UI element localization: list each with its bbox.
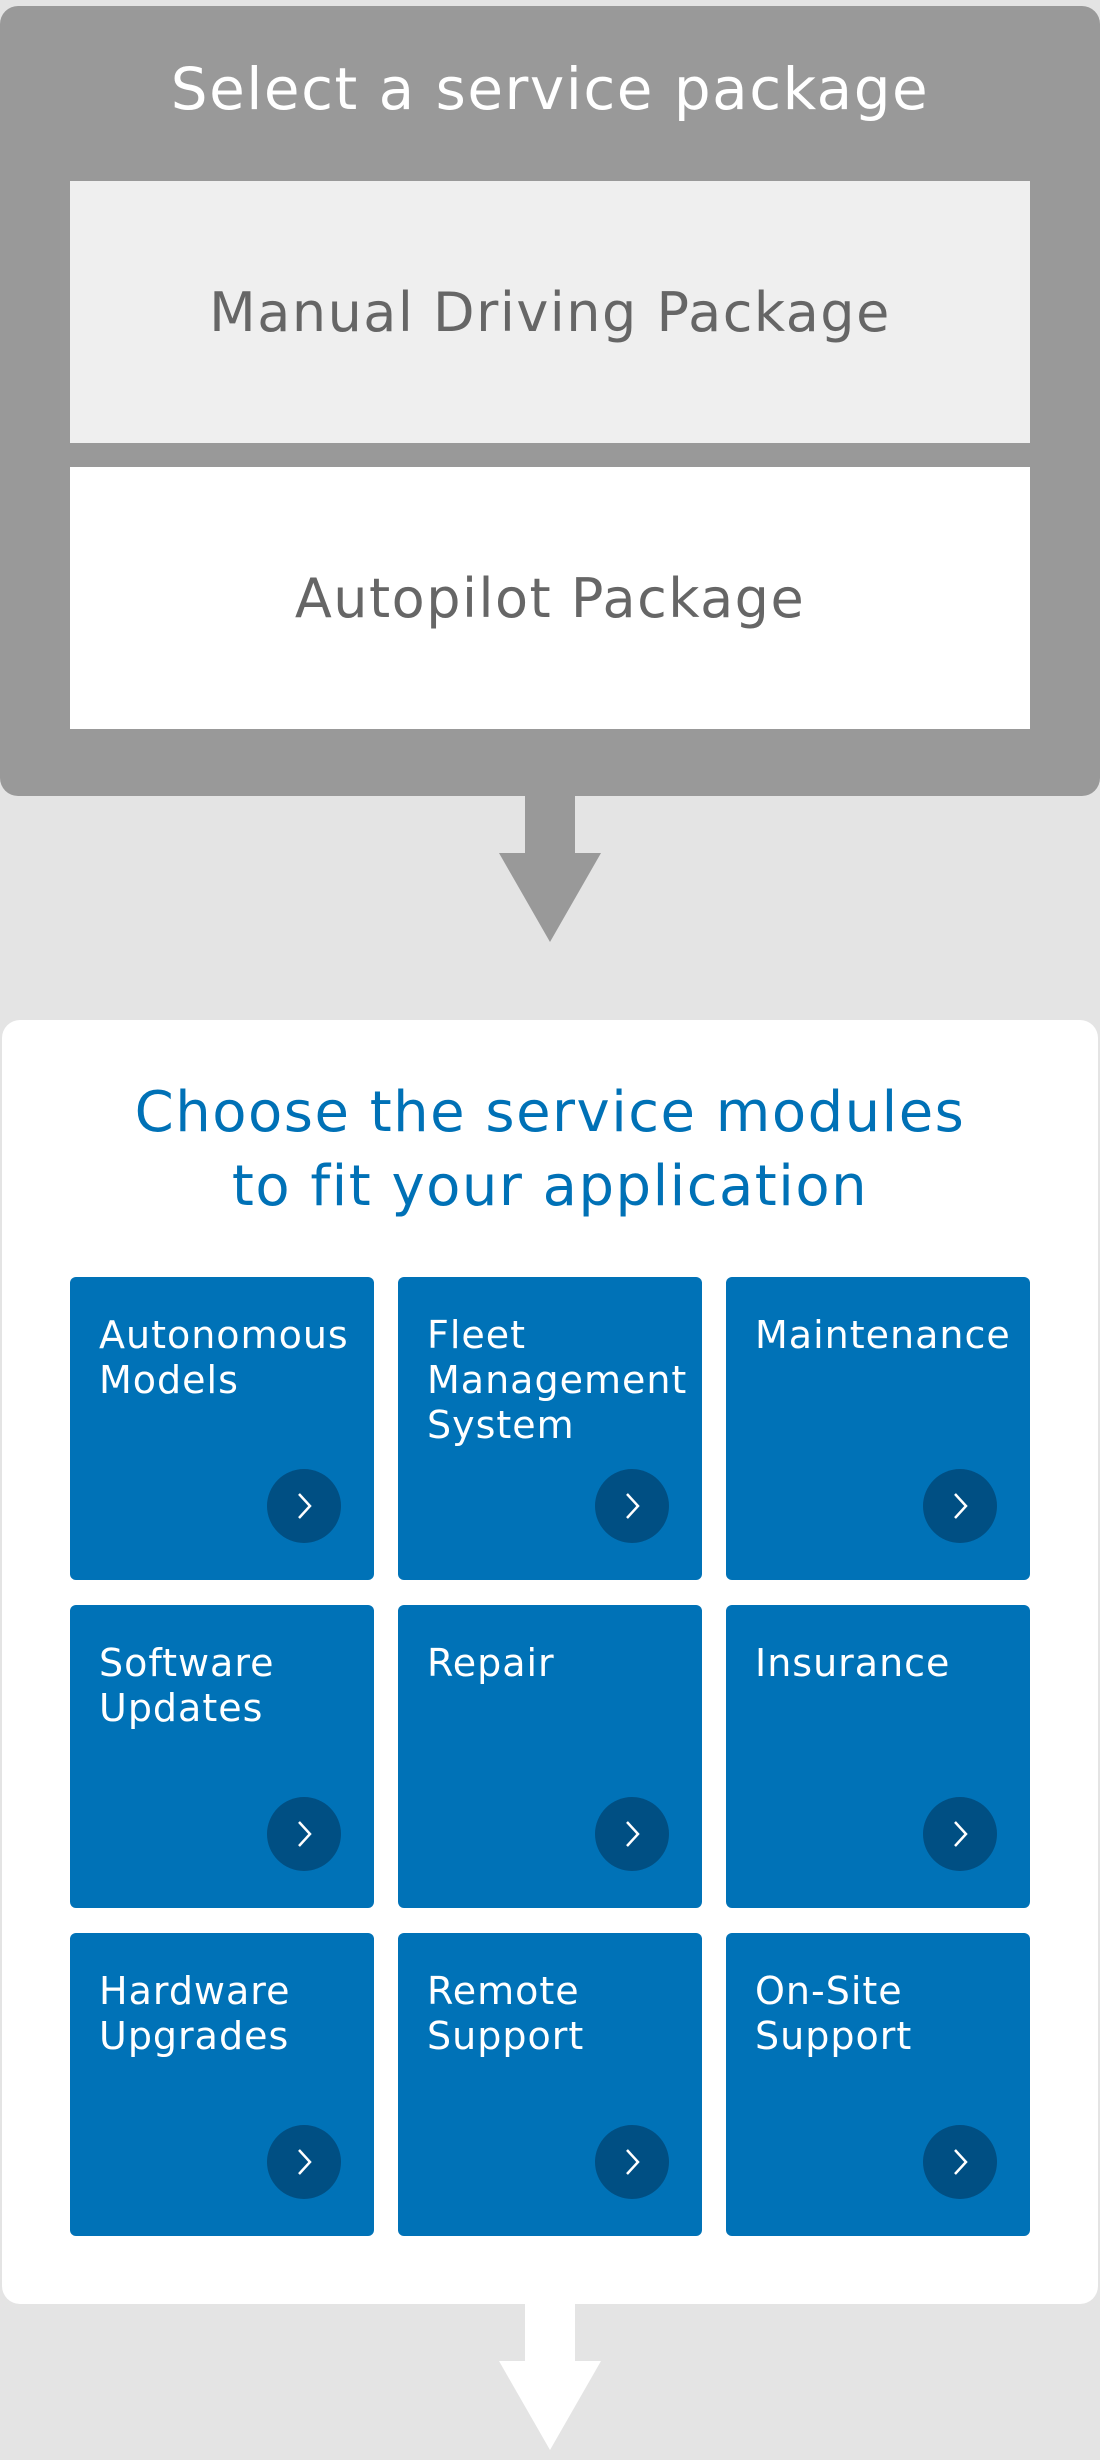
chevron-right-icon [298, 2149, 312, 2175]
module-open-button[interactable] [267, 2125, 341, 2199]
module-open-button[interactable] [923, 1797, 997, 1871]
module-open-button[interactable] [923, 1469, 997, 1543]
chevron-right-icon [626, 1821, 640, 1847]
chevron-right-icon [298, 1493, 312, 1519]
module-label: Repair [427, 1641, 555, 1685]
module-open-button[interactable] [595, 2125, 669, 2199]
chevron-right-icon [954, 1493, 968, 1519]
module-open-button[interactable] [595, 1797, 669, 1871]
service-modules-title-line-2: to fit your application [231, 1154, 869, 1219]
module-label: On-Site Support [755, 1969, 913, 2058]
arrow-down-icon [499, 2304, 601, 2450]
chevron-right-icon [626, 1493, 640, 1519]
package-option-manual-driving[interactable]: Manual Driving Package [70, 181, 1030, 443]
module-tile-software-updates[interactable]: Software Updates [70, 1605, 374, 1908]
module-tile-repair[interactable]: Repair [398, 1605, 702, 1908]
module-tile-on-site-support[interactable]: On-Site Support [726, 1933, 1030, 2236]
module-tile-remote-support[interactable]: Remote Support [398, 1933, 702, 2236]
module-tile-autonomous-models[interactable]: Autonomous Models [70, 1277, 374, 1580]
module-label: Autonomous Models [99, 1313, 349, 1402]
chevron-right-icon [954, 1821, 968, 1847]
module-label: Remote Support [427, 1969, 585, 2058]
chevron-right-icon [298, 1821, 312, 1847]
module-label: Maintenance [755, 1313, 1011, 1357]
module-tile-maintenance[interactable]: Maintenance [726, 1277, 1030, 1580]
arrow-down-icon [499, 796, 601, 942]
module-open-button[interactable] [595, 1469, 669, 1543]
module-tile-fleet-management-system[interactable]: Fleet Management System [398, 1277, 702, 1580]
module-tile-hardware-upgrades[interactable]: Hardware Upgrades [70, 1933, 374, 2236]
service-modules-grid: Autonomous Models Fleet Management Syste… [70, 1277, 1030, 2237]
service-modules-title-line-1: Choose the service modules [134, 1080, 966, 1145]
module-tile-insurance[interactable]: Insurance [726, 1605, 1030, 1908]
chevron-right-icon [626, 2149, 640, 2175]
module-label: Fleet Management System [427, 1313, 688, 1447]
chevron-right-icon [954, 2149, 968, 2175]
module-label: Software Updates [99, 1641, 275, 1730]
module-open-button[interactable] [267, 1469, 341, 1543]
module-label: Insurance [755, 1641, 951, 1685]
module-open-button[interactable] [923, 2125, 997, 2199]
service-modules-panel: Choose the service modules to fit your a… [2, 1020, 1098, 2304]
package-option-autopilot[interactable]: Autopilot Package [70, 467, 1030, 729]
package-selector-title: Select a service package [170, 55, 930, 123]
service-modules-title: Choose the service modules to fit your a… [2, 1076, 1098, 1224]
package-selector-panel: Select a service package Manual Driving … [0, 6, 1100, 796]
module-open-button[interactable] [267, 1797, 341, 1871]
module-label: Hardware Upgrades [99, 1969, 291, 2058]
